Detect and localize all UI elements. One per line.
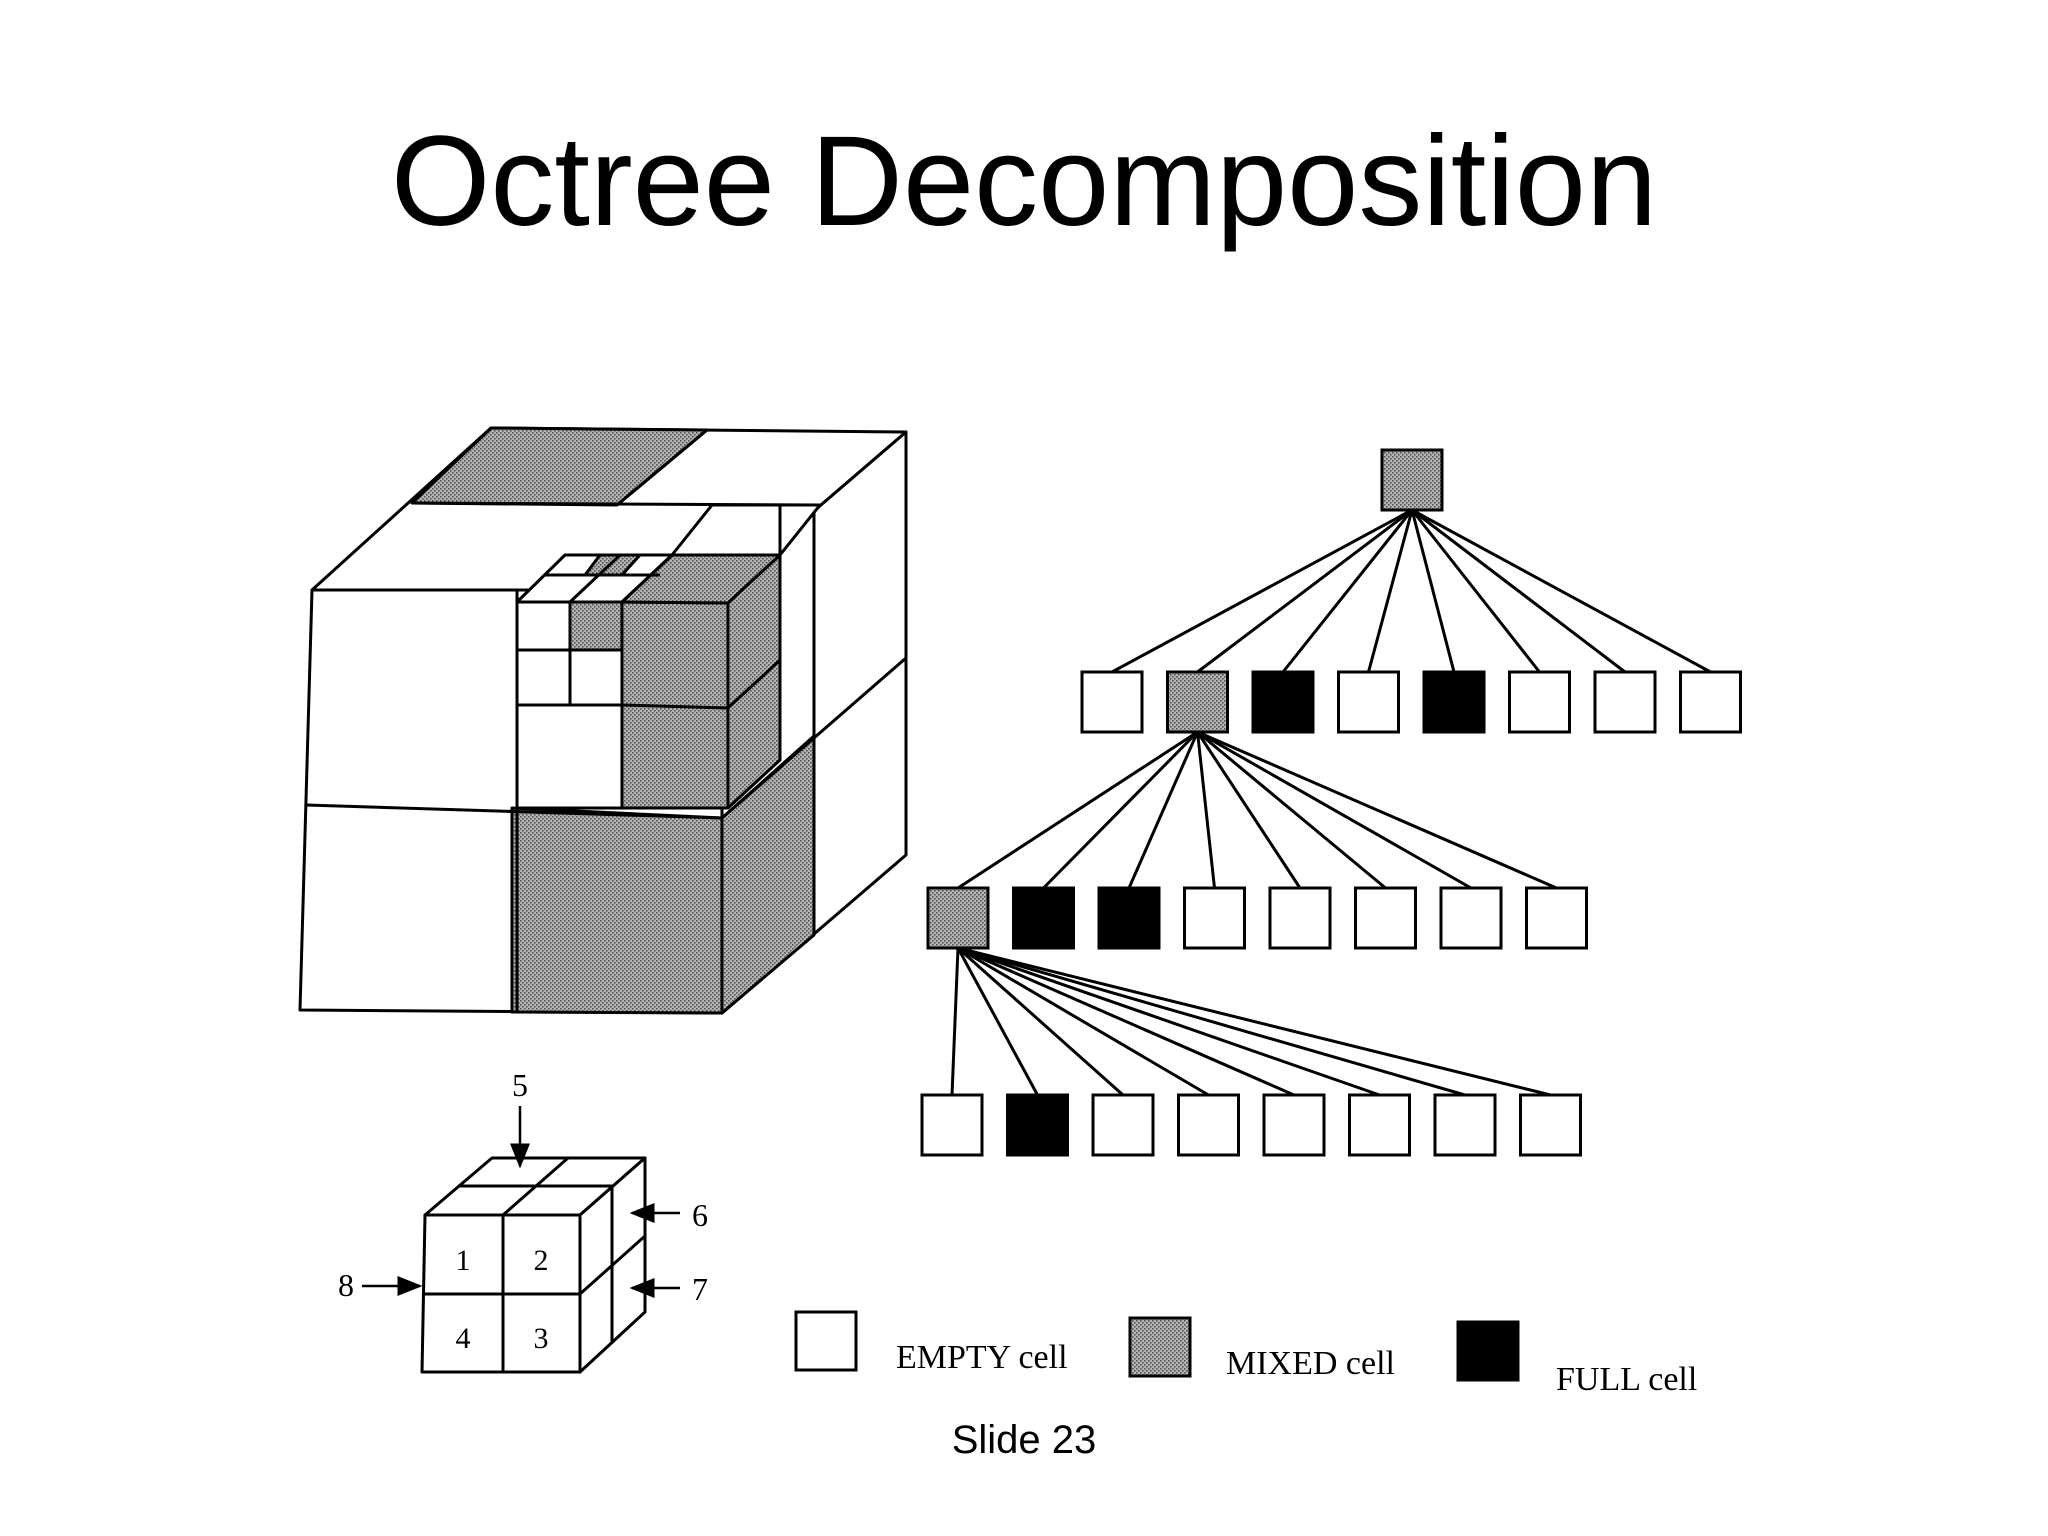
tree-node-level2-empty [1439, 886, 1503, 950]
tree-edge [950, 947, 960, 1096]
arrow-label-6: 6 [692, 1197, 708, 1233]
tree-node-level1-empty [1508, 670, 1571, 734]
legend-empty-swatch [794, 1310, 858, 1372]
tree-edge [957, 946, 1295, 1097]
legend-empty-label: EMPTY cell [896, 1339, 1068, 1376]
legend-mixed-swatch [1128, 1316, 1192, 1378]
tree-edge [1196, 730, 1472, 890]
tree-edge [1196, 731, 1216, 889]
tree-node-level3-empty [1177, 1093, 1240, 1157]
cube-front-mixed-region [510, 806, 724, 1015]
tree-edge [957, 946, 1551, 1097]
legend: EMPTY cell MIXED cell FULL cell [794, 1310, 1697, 1398]
tree-root-node [1380, 448, 1444, 512]
legend-full-label: FULL cell [1556, 1361, 1697, 1398]
small-cube-labels: 1 2 4 3 [456, 1244, 549, 1355]
tree-node-level2-empty [1354, 886, 1417, 950]
octree-tree [920, 448, 1742, 1157]
tree-edge [957, 946, 1380, 1097]
octant-label-1: 1 [456, 1244, 471, 1277]
tree-edge [1367, 509, 1414, 673]
tree-node-level1-empty [1679, 670, 1742, 734]
tree-node-level1-empty [1337, 670, 1400, 734]
octant-numbering-cube [420, 1156, 647, 1374]
octree-cube [298, 426, 908, 1015]
tree-node-level2-empty [1183, 886, 1246, 950]
tree-edge [1196, 508, 1413, 674]
arrow-label-5: 5 [512, 1067, 528, 1103]
tree-node-level2-empty [1525, 886, 1588, 950]
tree-edge [1410, 509, 1456, 673]
tree-edge [1411, 508, 1712, 674]
tree-node-level2-full [1097, 886, 1161, 950]
tree-node-level3-empty [1262, 1093, 1326, 1157]
tree-edge [956, 947, 1039, 1096]
tree-node-level1-empty [1593, 670, 1657, 734]
tree-edge [1111, 508, 1413, 674]
octant-label-4: 4 [456, 1322, 471, 1355]
tree-node-level3-empty [1433, 1093, 1497, 1157]
slide-title: Octree Decomposition [390, 110, 1658, 253]
tree-edge [957, 946, 1466, 1097]
tree-node-level2-empty [1268, 886, 1332, 950]
tree-node-level1-mixed [1166, 670, 1229, 734]
tree-node-level1-empty [1080, 670, 1144, 734]
tree-node-level3-empty [1348, 1093, 1411, 1157]
arrow-label-7: 7 [692, 1271, 708, 1307]
nested-mixed-side [726, 553, 782, 810]
tree-edge [957, 946, 1124, 1097]
tree-edge [957, 946, 1210, 1097]
slide-number: Slide 23 [951, 1418, 1097, 1462]
tree-node-level3-empty [920, 1093, 984, 1157]
tree-edge [1410, 509, 1541, 673]
tree-edge [1042, 730, 1199, 890]
tree-edge [1411, 508, 1626, 674]
legend-mixed-label: MIXED cell [1226, 1345, 1395, 1382]
tree-node-level3-empty [1519, 1093, 1582, 1157]
tree-node-level1-full [1251, 670, 1315, 734]
tree-edge [1127, 731, 1199, 889]
small-cube-arrows [362, 1106, 680, 1298]
tree-node-level3-empty [1091, 1093, 1155, 1157]
octant-label-2: 2 [534, 1244, 549, 1277]
tree-edge [957, 730, 1199, 890]
tree-edge [1196, 731, 1302, 889]
tree-node-level2-full [1012, 886, 1075, 950]
arrow-label-8: 8 [338, 1267, 354, 1303]
tree-edge [1196, 730, 1558, 890]
tree-edge [1281, 509, 1414, 673]
tiny-mixed-cell [568, 600, 624, 652]
tree-node-level2-mixed [926, 886, 990, 950]
tree-node-level3-full [1006, 1093, 1069, 1157]
tree-node-level1-full [1422, 670, 1486, 734]
legend-full-swatch [1456, 1320, 1520, 1382]
octant-label-3: 3 [534, 1322, 549, 1355]
tree-edge [1196, 730, 1387, 890]
